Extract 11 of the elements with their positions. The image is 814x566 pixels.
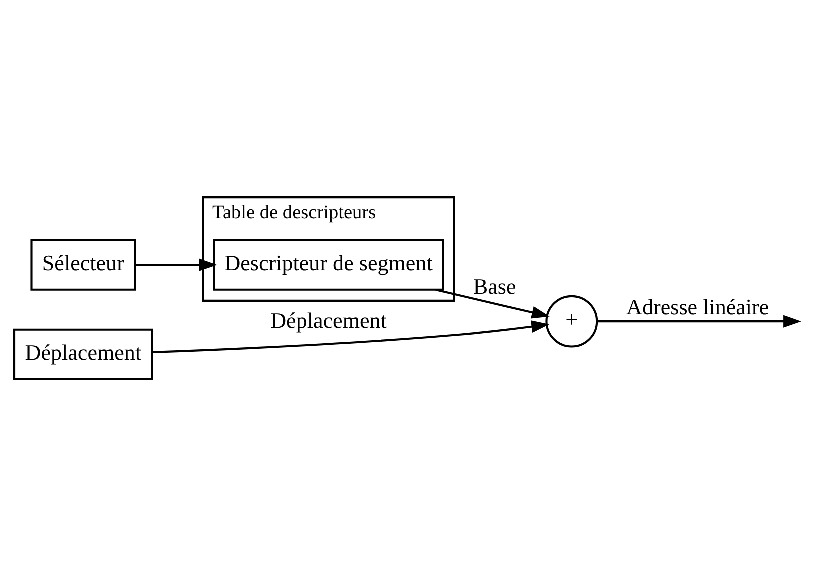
node-box: Descripteur de segment — [213, 239, 444, 291]
arrow — [436, 288, 550, 319]
arrow — [152, 320, 550, 354]
node-box: Sélecteur — [30, 239, 136, 291]
arrow — [597, 315, 802, 328]
edge-label: Base — [473, 274, 516, 299]
node-box: Déplacement — [13, 328, 154, 381]
edge-label: Déplacement — [270, 308, 387, 334]
edge-label: Adresse linéaire — [626, 294, 770, 320]
arrow — [136, 258, 218, 272]
node-circle: + — [546, 295, 598, 348]
